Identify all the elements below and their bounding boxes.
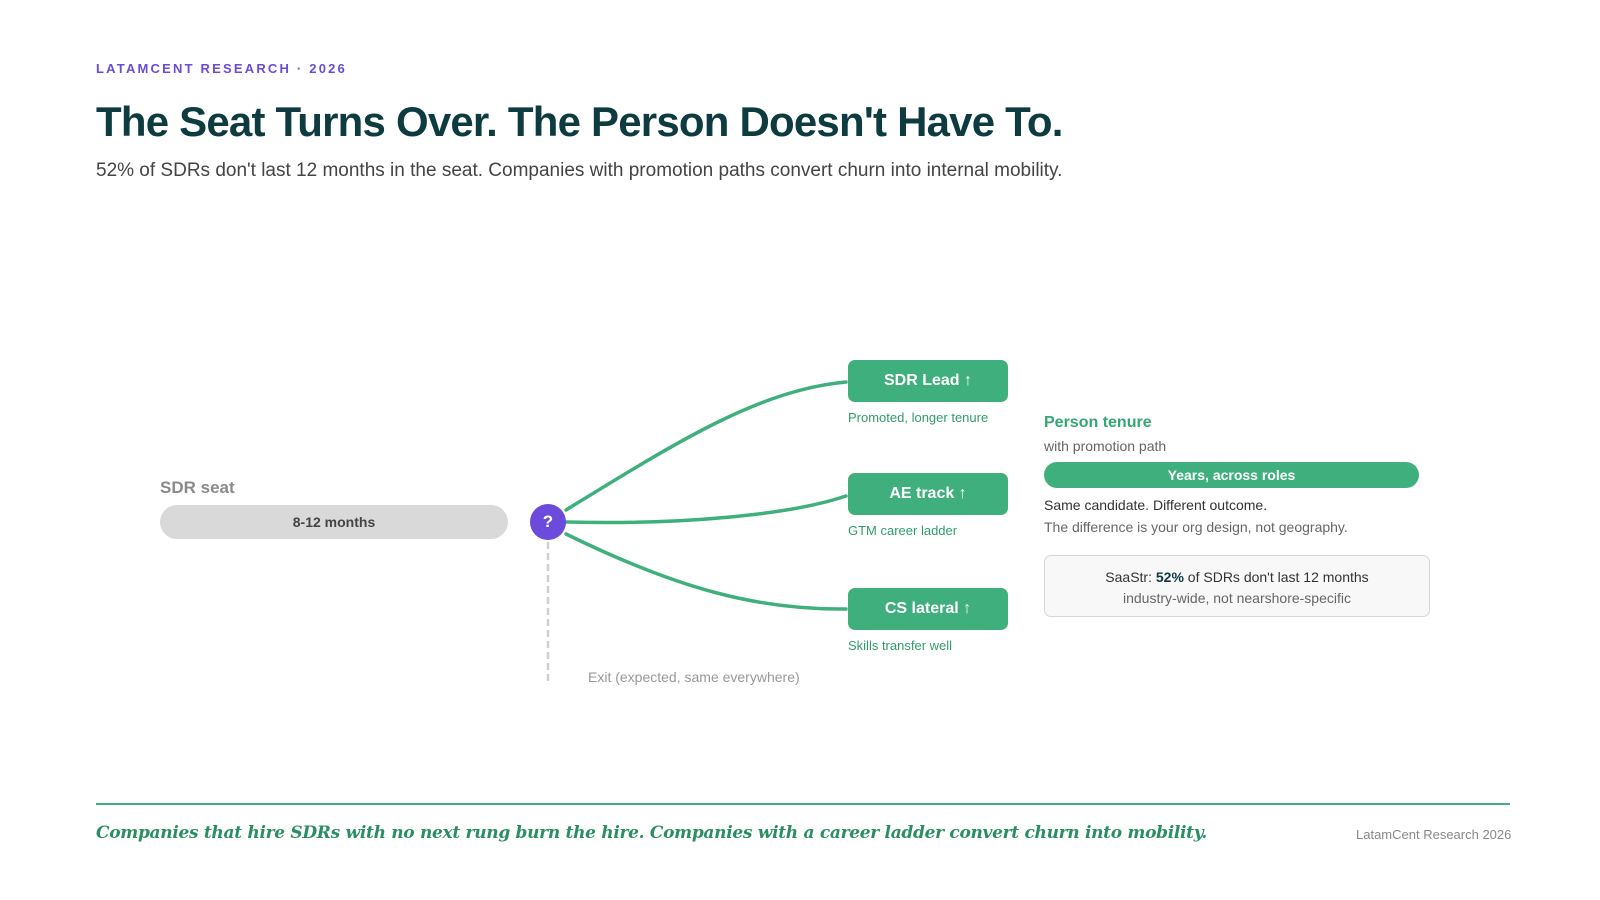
stat-note: industry-wide, not nearshore-specific: [1123, 590, 1351, 606]
stat-card: SaaStr: 52% of SDRs don't last 12 months…: [1044, 555, 1430, 617]
path-caption-sdr-lead: Promoted, longer tenure: [848, 410, 989, 425]
connector-ae-track: [564, 494, 848, 525]
tenure-subtitle: with promotion path: [1044, 438, 1167, 454]
path-caption-cs-lateral: Skills transfer well: [848, 638, 953, 653]
connector-sdr-lead: [564, 380, 848, 512]
eyebrow-label: LATAMCENT RESEARCH · 2026: [96, 61, 347, 76]
stat-main-line: SaaStr: 52% of SDRs don't last 12 months: [1045, 569, 1429, 585]
tenure-outcome-text: Same candidate. Different outcome.: [1044, 497, 1268, 513]
path-box-ae-track: AE track ↑: [848, 473, 1008, 515]
path-caption-ae-track: GTM career ladder: [848, 523, 958, 538]
decision-node: ?: [530, 504, 566, 540]
connector-cs-lateral: [564, 532, 848, 611]
seat-label: SDR seat: [160, 478, 235, 497]
footer-quote: Companies that hire SDRs with no next ru…: [96, 823, 1207, 843]
page-subtitle: 52% of SDRs don't last 12 months in the …: [96, 160, 1063, 181]
path-box-sdr-lead: SDR Lead ↑: [848, 360, 1008, 402]
stat-source: SaaStr:: [1105, 569, 1156, 585]
tenure-title: Person tenure: [1044, 414, 1152, 431]
exit-label: Exit (expected, same everywhere): [588, 669, 800, 685]
footer-divider: [96, 803, 1510, 805]
page-title: The Seat Turns Over. The Person Doesn't …: [96, 98, 1063, 145]
stat-rest: of SDRs don't last 12 months: [1183, 569, 1369, 585]
tenure-difference-text: The difference is your org design, not g…: [1044, 519, 1348, 535]
tenure-bar: Years, across roles: [1044, 462, 1419, 488]
stat-highlight: 52%: [1155, 569, 1184, 585]
seat-duration-bar: 8-12 months: [160, 505, 508, 539]
path-box-cs-lateral: CS lateral ↑: [848, 588, 1008, 630]
footer-credit: LatamCent Research 2026: [1356, 827, 1512, 842]
